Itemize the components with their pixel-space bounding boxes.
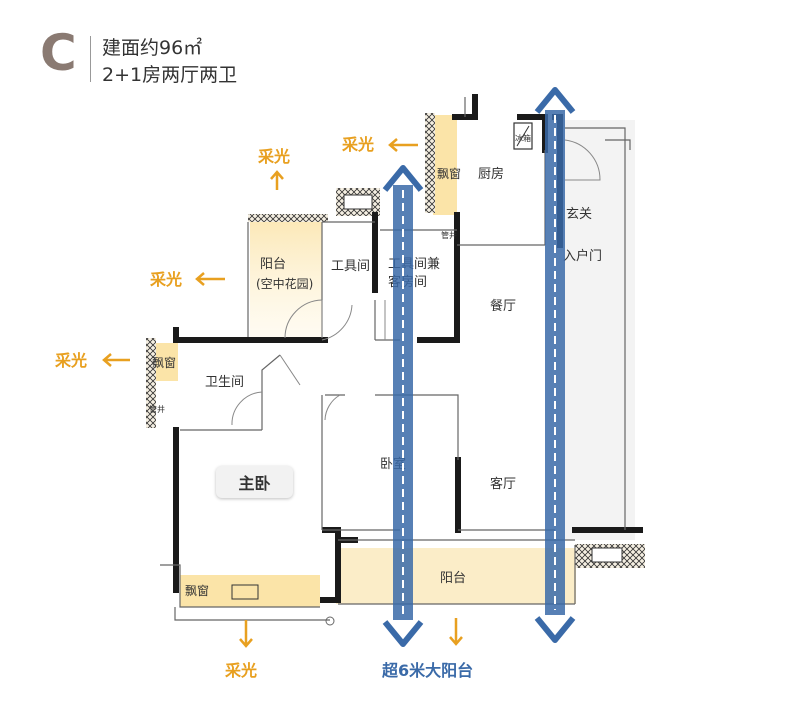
svg-text:采光: 采光: [341, 135, 374, 154]
plan-header: C 建面约96㎡ 2+1房两厅两卫: [0, 0, 800, 90]
label-pipe-2: 管井: [441, 230, 457, 240]
label-balcony-bottom: 阳台: [440, 571, 466, 586]
thin-walls: [160, 97, 631, 621]
hatch-kitchen-left: [425, 113, 435, 213]
label-bathroom: 卫生间: [205, 375, 244, 390]
label-dining: 餐厅: [490, 298, 516, 314]
light-annotation-top: 采光: [257, 147, 290, 190]
light-arrow-balcony: [449, 618, 463, 646]
master-bedroom-label: 主卧: [216, 466, 293, 498]
label-fridge: 冰箱: [515, 133, 531, 143]
label-kitchen: 厨房: [478, 166, 504, 182]
label-tool-room: 工具间: [331, 259, 370, 274]
label-living: 客厅: [490, 476, 516, 492]
layout-text: 2+1房两厅两卫: [102, 64, 238, 86]
plan-letter: C: [40, 24, 77, 82]
label-bay-window-master: 飘窗: [185, 584, 209, 598]
label-balcony-top-sub: (空中花园): [256, 276, 313, 291]
svg-text:采光: 采光: [224, 661, 257, 680]
area-text: 建面约96㎡: [102, 37, 203, 59]
label-pipe-1: 管井: [149, 404, 165, 414]
svg-text:采光: 采光: [257, 147, 290, 166]
svg-text:采光: 采光: [54, 351, 87, 370]
light-annotation-top-right: 采光: [341, 135, 418, 154]
master-bedroom-text: 主卧: [238, 474, 271, 493]
label-bay-window-kitchen: 飘窗: [437, 167, 461, 181]
label-entry-door: 入户门: [563, 248, 602, 264]
light-annotation-left-1: 采光: [149, 270, 225, 289]
building-shadow: [555, 120, 635, 540]
hatch-bath-left: [146, 338, 156, 428]
header-divider: [90, 36, 91, 82]
window-ac-top: [343, 194, 373, 210]
hatch-top-balcony: [248, 214, 328, 222]
light-annotation-bottom: 采光: [224, 620, 257, 680]
ventilation-arrow-right: [534, 87, 576, 643]
balcony-bottom-fill: [336, 548, 576, 604]
balcony-top-fill: [250, 222, 322, 337]
ventilation-arrow-left: [382, 165, 424, 647]
door-swings: [231, 139, 601, 426]
big-balcony-label: 超6米大阳台: [381, 661, 473, 680]
floor-drain: [325, 616, 335, 626]
svg-text:采光: 采光: [149, 270, 182, 289]
light-annotation-left-2: 采光: [54, 351, 130, 370]
window-ac-bottom: [591, 547, 623, 563]
fridge-mark: [516, 125, 530, 147]
label-balcony-top: 阳台: [260, 257, 286, 272]
bay-window-master-fill: [180, 575, 320, 607]
label-bay-window-bath: 飘窗: [152, 356, 176, 370]
bay-window-kitchen-fill: [433, 115, 457, 215]
window-ac-master: [231, 584, 259, 600]
label-entrance: 玄关: [566, 207, 592, 222]
